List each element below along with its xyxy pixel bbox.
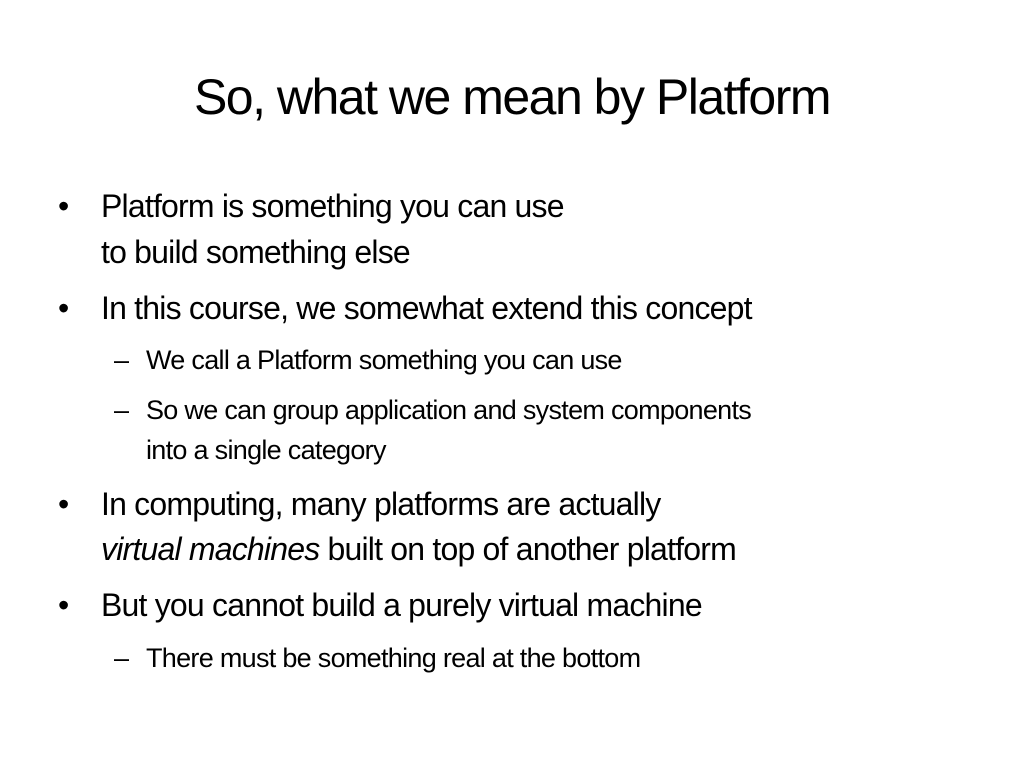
bullet-text: But you cannot build a purely virtual ma… <box>101 587 703 623</box>
bullet-text-continuation: virtual machines built on top of another… <box>101 529 737 569</box>
sub-bullet-text-continuation: into a single category <box>146 435 386 465</box>
sub-bullet-text: So we can group application and system c… <box>146 395 752 425</box>
sub-bullet-text: We call a Platform something you can use <box>146 345 622 375</box>
dash-icon: – <box>114 395 130 425</box>
bullet-text: In computing, many platforms are actuall… <box>101 486 661 522</box>
dash-icon: – <box>114 643 130 673</box>
bullet-text: Platform is something you can use <box>101 188 565 224</box>
bullet-icon: • <box>58 188 70 224</box>
continuation-text: built on top of another platform <box>319 531 736 567</box>
slide-title: So, what we mean by Platform <box>193 69 832 125</box>
emphasis-text: virtual machines <box>101 531 320 567</box>
bullet-text-continuation: to build something else <box>101 234 411 270</box>
bullet-text: In this course, we somewhat extend this … <box>101 290 753 326</box>
bullet-icon: • <box>58 486 70 522</box>
sub-bullet-text: There must be something real at the bott… <box>146 643 641 673</box>
bullet-icon: • <box>58 290 70 326</box>
bullet-icon: • <box>58 587 70 623</box>
dash-icon: – <box>114 345 130 375</box>
